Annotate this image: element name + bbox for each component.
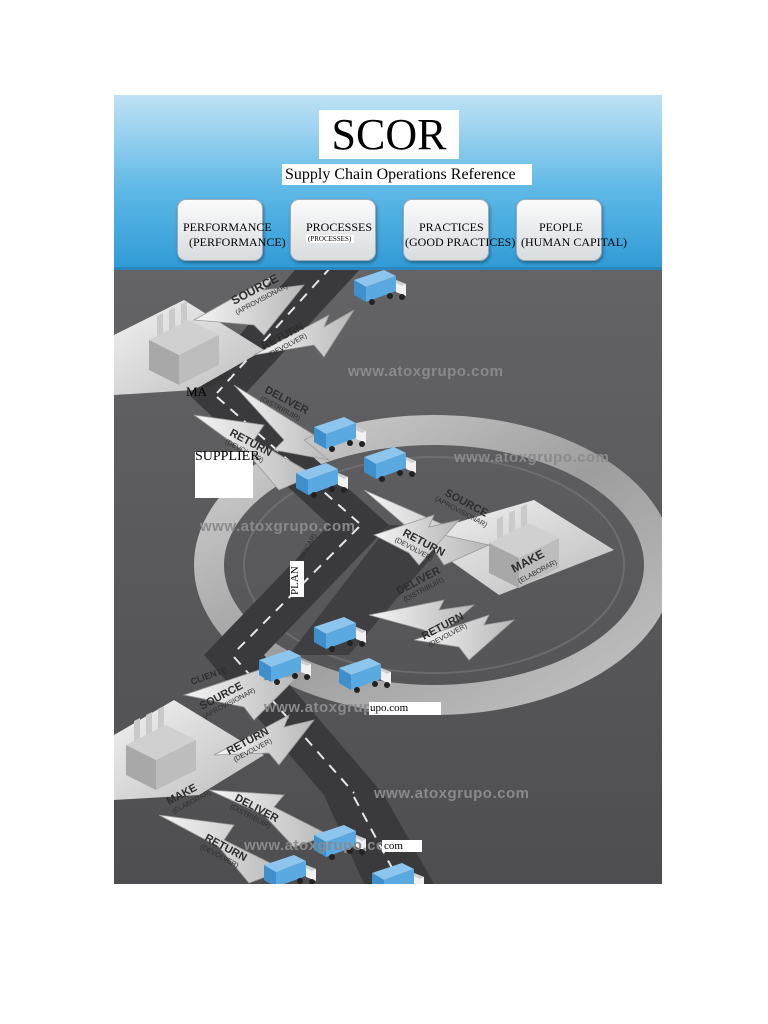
supplier-label: SUPPLIER bbox=[195, 449, 260, 464]
pillar-sublabel-practices: (GOOD PRACTICES) bbox=[405, 235, 516, 249]
url-fragment-2: com bbox=[384, 840, 403, 852]
pillar-card-practices bbox=[403, 199, 489, 261]
pillar-label-people: PEOPLE bbox=[539, 220, 584, 234]
subtitle-box: Supply Chain Operations Reference bbox=[282, 164, 532, 185]
url-patch-1 bbox=[369, 702, 441, 715]
title-box: SCOR bbox=[319, 110, 459, 159]
scor-diagram: SOURCE(APROVISIONAR) RETURN(DEVOLVER) (E… bbox=[114, 95, 662, 884]
watermark: www.atoxgrupo.com bbox=[453, 449, 609, 466]
pillar-sublabel-performance: (PERFORMANCE) bbox=[189, 235, 286, 249]
pillar-label-practices: PRACTICES bbox=[419, 220, 484, 234]
pillar-card-performance bbox=[177, 199, 263, 261]
pillar-sublabel-processes: (PROCESSES) bbox=[308, 235, 352, 243]
plan-label: PLAN bbox=[289, 566, 301, 595]
supplier-patch bbox=[195, 452, 253, 498]
pillar-sublabel-people: (HUMAN CAPITAL) bbox=[521, 235, 628, 249]
make-fragment-label: MA bbox=[186, 384, 207, 399]
page-subtitle: Supply Chain Operations Reference bbox=[285, 166, 516, 183]
pillar-label-performance: PERFORMANCE bbox=[183, 220, 272, 234]
url-patch-2 bbox=[382, 840, 422, 852]
processes-sub-patch bbox=[306, 235, 354, 243]
plan-patch bbox=[290, 561, 304, 597]
url-fragment-1: upo.com bbox=[370, 702, 409, 714]
watermark: www.atoxgrupo.com bbox=[373, 785, 529, 802]
watermark: www.atoxgrupo.com bbox=[199, 518, 355, 535]
page-title: SCOR bbox=[331, 110, 447, 159]
watermark: www.atoxgrupo.com bbox=[243, 837, 399, 854]
watermark: www.atoxgrupo.com bbox=[347, 363, 503, 380]
pillar-card-people bbox=[516, 199, 602, 261]
pillar-card-processes bbox=[290, 199, 376, 261]
pillar-label-processes: PROCESSES bbox=[306, 220, 373, 234]
